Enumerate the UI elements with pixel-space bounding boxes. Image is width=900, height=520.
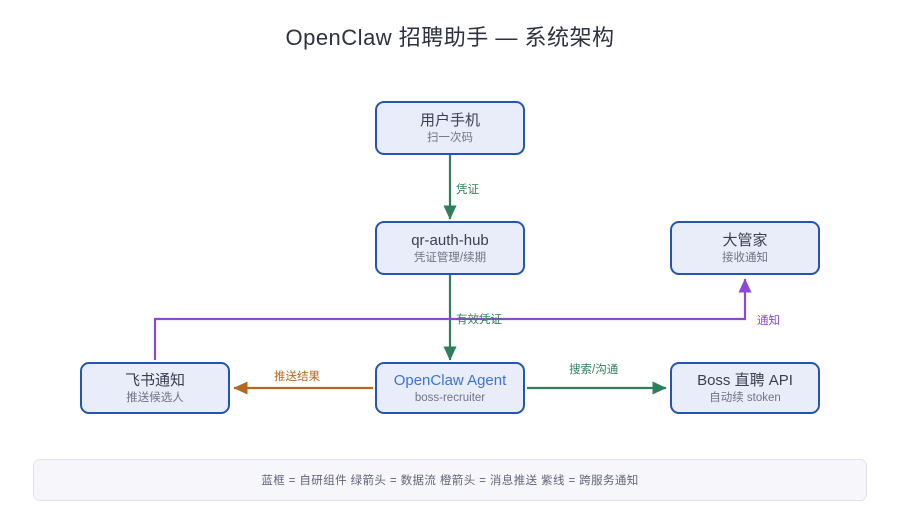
node-title: qr-auth-hub — [411, 231, 489, 249]
node-feishu-notification[interactable]: 飞书通知 推送候选人 — [80, 362, 230, 414]
node-boss-zhipin-api[interactable]: Boss 直聘 API 自动续 stoken — [670, 362, 820, 414]
node-subtitle: 扫一次码 — [427, 131, 473, 144]
node-title: Boss 直聘 API — [697, 371, 793, 389]
node-qr-auth-hub[interactable]: qr-auth-hub 凭证管理/续期 — [375, 221, 525, 275]
node-subtitle: 接收通知 — [722, 251, 768, 264]
edge-label-search-communicate: 搜索/沟通 — [569, 364, 619, 376]
node-title: 用户手机 — [419, 111, 480, 129]
node-butler[interactable]: 大管家 接收通知 — [670, 221, 820, 275]
node-title: 大管家 — [722, 231, 768, 249]
node-title: 飞书通知 — [124, 371, 185, 389]
edge-label-credential: 凭证 — [456, 184, 479, 196]
legend-text: 蓝框 = 自研组件 绿箭头 = 数据流 橙箭头 = 消息推送 紫线 = 跨服务通… — [261, 475, 639, 487]
node-user-phone[interactable]: 用户手机 扫一次码 — [375, 101, 525, 155]
edge-label-valid-credential: 有效凭证 — [456, 314, 502, 326]
node-subtitle: 凭证管理/续期 — [413, 251, 487, 264]
node-title: OpenClaw Agent — [393, 371, 507, 389]
edge-label-notify: 通知 — [757, 315, 780, 327]
legend-panel: 蓝框 = 自研组件 绿箭头 = 数据流 橙箭头 = 消息推送 紫线 = 跨服务通… — [33, 459, 867, 501]
page-title: OpenClaw 招聘助手 — 系统架构 — [285, 25, 615, 50]
edge-label-push-result: 推送结果 — [274, 371, 320, 383]
node-openclaw-agent[interactable]: OpenClaw Agent boss-recruiter — [375, 362, 525, 414]
node-subtitle: 自动续 stoken — [709, 391, 781, 404]
node-subtitle: boss-recruiter — [414, 391, 486, 404]
edge-notify — [153, 278, 752, 360]
node-subtitle: 推送候选人 — [126, 391, 184, 404]
